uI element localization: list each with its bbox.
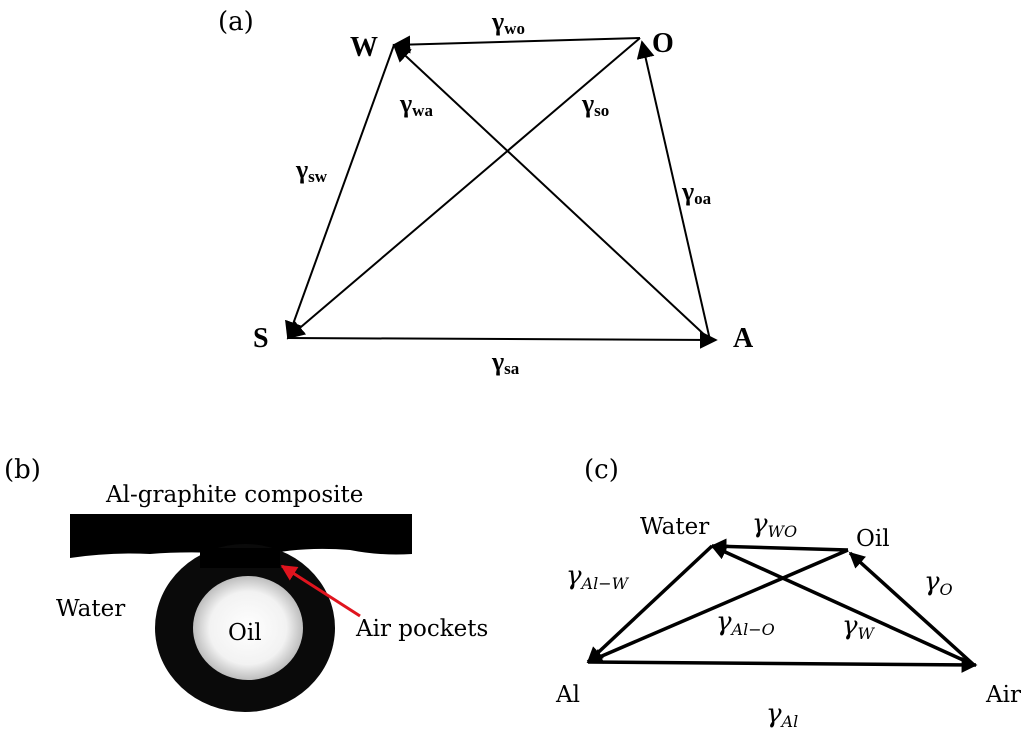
edge-label-wa: γwa: [399, 89, 433, 120]
vertex-s: S: [253, 323, 269, 354]
edge-air-to-oil: [848, 551, 976, 667]
edge-label-Al-O: γAl−O: [716, 607, 775, 639]
oil-label: Oil: [228, 620, 262, 646]
droplet-neck: [200, 548, 280, 568]
edge-label-so: γso: [581, 89, 609, 120]
edge-w-to-s: [285, 44, 395, 340]
panel-c-label: (c): [584, 455, 619, 485]
edge-s-to-a: [287, 330, 718, 349]
edge-air-to-water: [710, 544, 975, 667]
edge-label-WO: γWO: [752, 509, 797, 541]
vertex-a: A: [733, 323, 754, 354]
vertex-water: Water: [640, 514, 709, 540]
water-label: Water: [56, 596, 125, 622]
edge-label-sa: γsa: [491, 347, 520, 378]
edge-oil-to-al: [586, 548, 849, 664]
panel-b-label: (b): [4, 455, 41, 485]
panel-b: (b) Al-graphite composite Water Oil Air …: [4, 455, 488, 712]
edge-label-sw: γsw: [295, 155, 328, 186]
edge-label-W: γW: [842, 611, 876, 643]
composite-label: Al-graphite composite: [105, 482, 363, 508]
edge-oil-to-water: [710, 538, 849, 555]
edge-o-to-w: [392, 35, 641, 54]
composite-substrate: [70, 514, 412, 558]
edge-label-Al: γAl: [766, 699, 798, 731]
vertex-al: Al: [555, 682, 580, 708]
air-pockets-label: Air pockets: [355, 616, 488, 642]
edge-label-wo: γwo: [491, 7, 525, 38]
panel-a-label: (a): [218, 7, 254, 37]
edge-o-to-s: [286, 37, 641, 340]
edge-a-to-o: [636, 40, 711, 341]
oil-core: [193, 576, 303, 680]
panel-a: (a) W O S A γwo γwa γso γsw γoa γsa: [218, 7, 754, 378]
edge-a-to-w: [392, 43, 711, 341]
vertex-w: W: [350, 32, 378, 63]
panel-c: (c) Water Oil Al Air γWO γAl−W γAl−O γO …: [555, 455, 1021, 731]
edge-label-O: γO: [924, 567, 953, 599]
edge-label-oa: γoa: [681, 177, 712, 208]
edge-al-to-air: [587, 656, 978, 673]
edge-label-Al-W: γAl−W: [566, 561, 630, 593]
vertex-o: O: [652, 28, 674, 59]
air-pocket-arrow: [280, 564, 361, 618]
vertex-oil: Oil: [856, 526, 890, 552]
edge-water-to-al: [586, 544, 714, 664]
vertex-air: Air: [985, 682, 1021, 708]
